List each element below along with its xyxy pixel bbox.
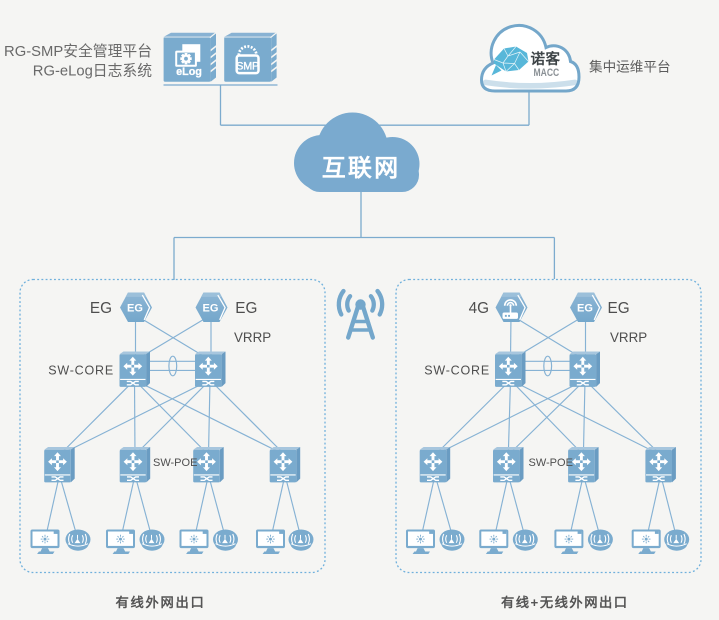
svg-text:MACC: MACC xyxy=(534,67,560,79)
svg-text:EG: EG xyxy=(608,300,630,317)
svg-text:VRRP: VRRP xyxy=(234,330,271,345)
svg-text:eLog: eLog xyxy=(176,66,202,78)
svg-text:SMP: SMP xyxy=(236,60,259,72)
svg-text:4G: 4G xyxy=(469,300,489,317)
svg-text:有线+无线外网出口: 有线+无线外网出口 xyxy=(501,594,629,610)
svg-text:互联网: 互联网 xyxy=(322,155,401,182)
svg-text:SW-CORE: SW-CORE xyxy=(424,364,490,378)
svg-text:SW-CORE: SW-CORE xyxy=(48,364,114,378)
svg-text:VRRP: VRRP xyxy=(610,330,647,345)
svg-text:SW-POE: SW-POE xyxy=(529,457,573,469)
svg-text:EG: EG xyxy=(90,300,112,317)
svg-text:诺客: 诺客 xyxy=(531,50,561,68)
svg-text:SW-POE: SW-POE xyxy=(153,457,197,469)
svg-text:有线外网出口: 有线外网出口 xyxy=(116,594,206,610)
svg-text:RG-SMP安全管理平台: RG-SMP安全管理平台 xyxy=(4,42,152,60)
svg-text:集中运维平台: 集中运维平台 xyxy=(589,60,671,75)
svg-text:RG-eLog日志系统: RG-eLog日志系统 xyxy=(33,63,152,80)
svg-text:EG: EG xyxy=(235,300,257,317)
